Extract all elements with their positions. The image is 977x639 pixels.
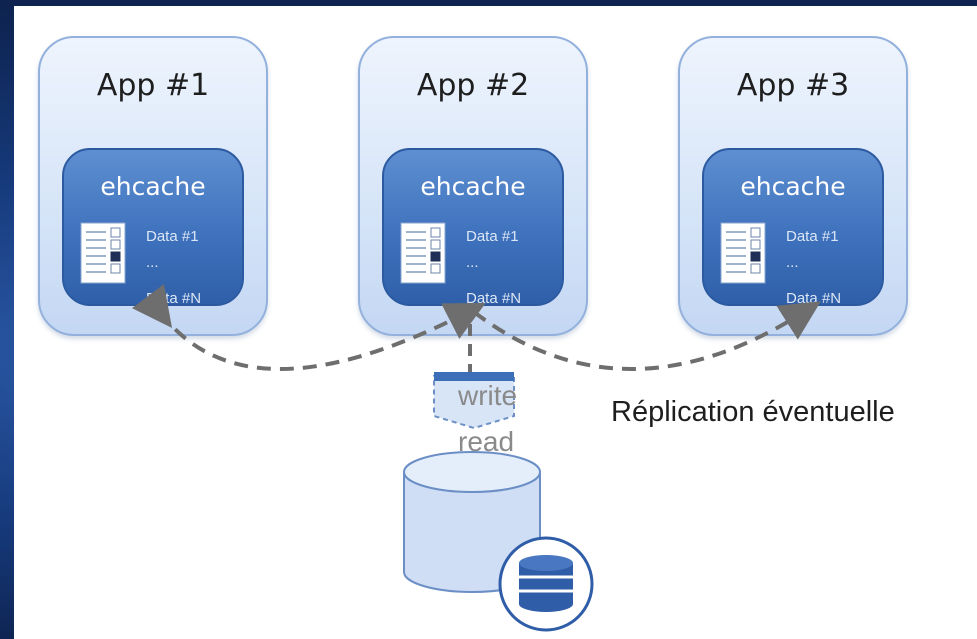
server-rack-icon (80, 222, 126, 284)
app-title: App #3 (736, 68, 850, 103)
replication-label: Réplication éventuelle (611, 396, 895, 428)
app-title: App #1 (96, 68, 210, 103)
write-label: write (458, 380, 518, 411)
diagram-canvas: App #1 ehcache Data #1 ... (14, 6, 977, 639)
data-ellipsis-label: ... (146, 254, 159, 271)
document-icon (433, 372, 515, 430)
ehcache-box: ehcache Data #1 ... Data #N (702, 148, 884, 307)
replication-connectors (131, 283, 821, 632)
read-label: read (458, 426, 515, 457)
data-ellipsis-label: ... (466, 254, 479, 271)
data-ellipsis-label: ... (786, 254, 799, 271)
server-rack-icon (720, 222, 766, 284)
database-stack-icon (498, 536, 594, 632)
cache-title: ehcache (420, 172, 526, 201)
data-first-label: Data #1 (466, 228, 519, 245)
data-first-label: Data #1 (786, 228, 839, 245)
cache-title: ehcache (100, 172, 206, 201)
app-title: App #2 (416, 68, 530, 103)
server-rack-icon (400, 222, 446, 284)
app-box-3: App #3 ehcache Data #1 ... (678, 36, 908, 336)
replication-arrow-right (472, 301, 821, 371)
ehcache-box: ehcache Data #1 ... Data #N (382, 148, 564, 307)
cache-title: ehcache (740, 172, 846, 201)
data-first-label: Data #1 (146, 228, 199, 245)
replication-arrow-left (131, 283, 486, 371)
